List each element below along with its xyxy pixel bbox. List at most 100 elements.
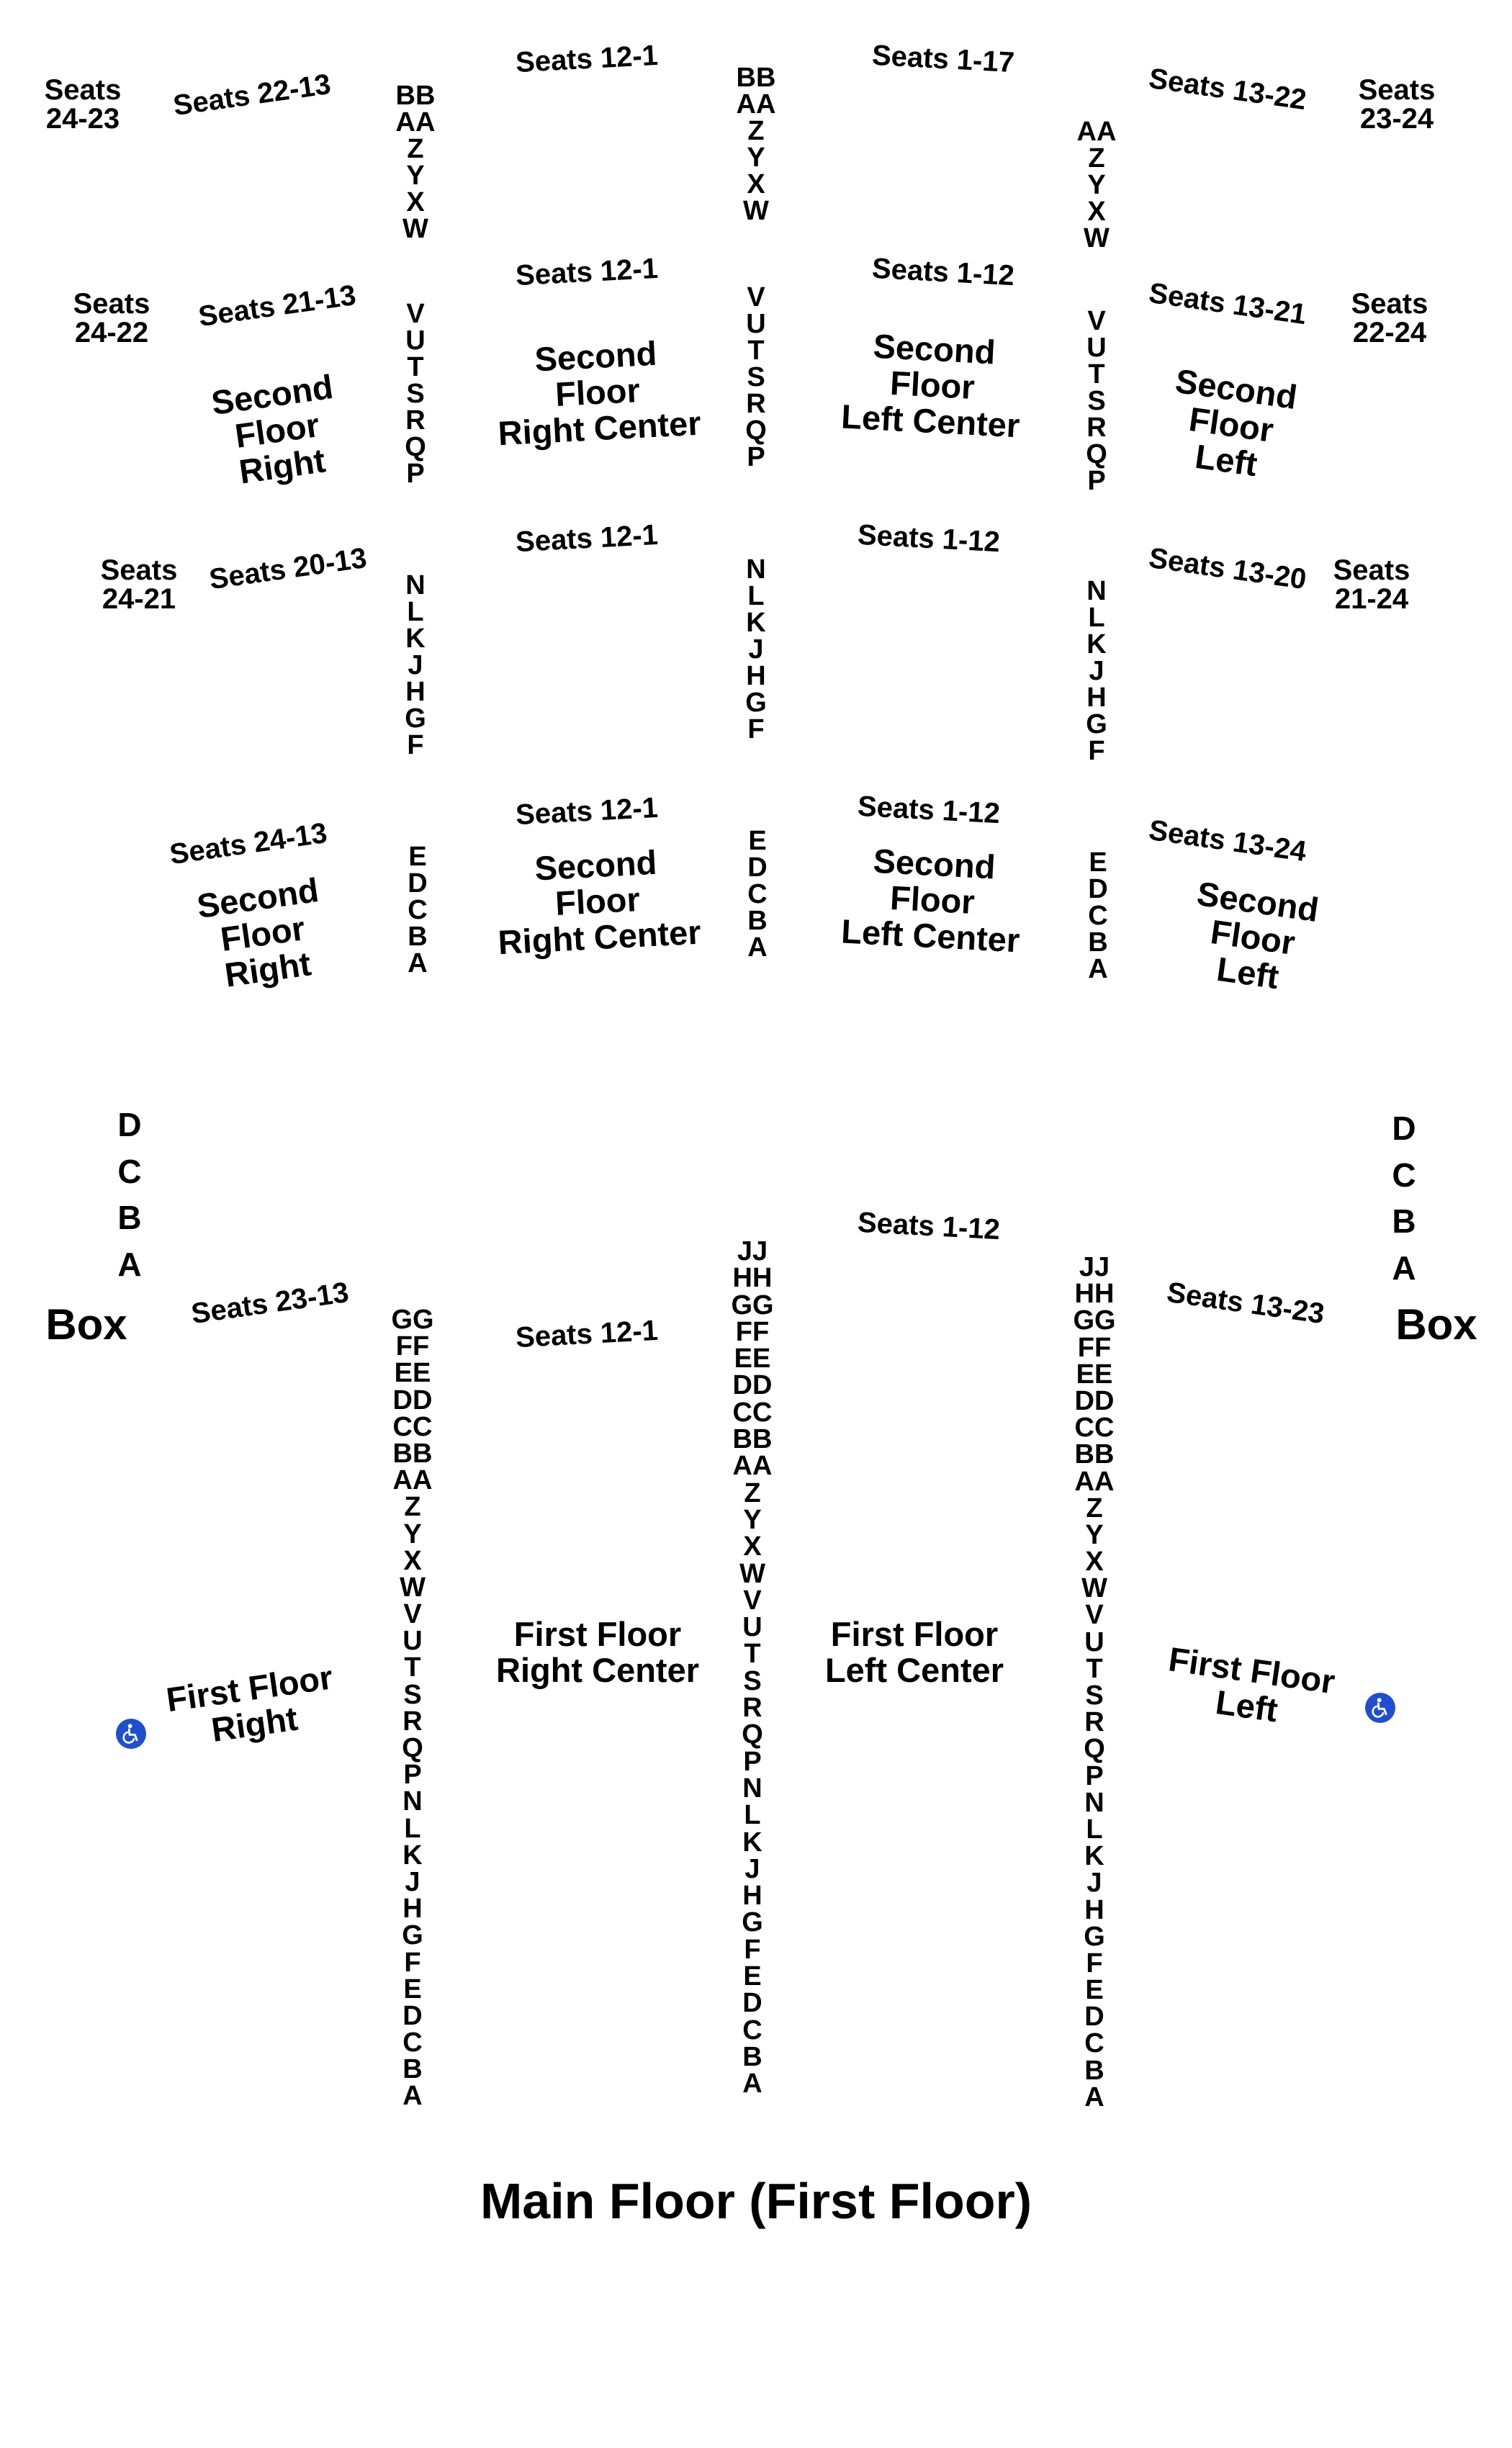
row-letter: F <box>1088 736 1105 766</box>
row-letter: HH <box>1074 1279 1115 1310</box>
row-letter: A <box>117 1245 142 1283</box>
row-letter: T <box>1088 359 1105 390</box>
row-letter: DD <box>392 1385 433 1416</box>
row-letter: G <box>1086 709 1107 739</box>
row-letter: T <box>747 336 765 366</box>
row-letter: L <box>1086 1814 1103 1845</box>
row-letter: G <box>1084 1921 1105 1952</box>
row-letter: P <box>747 442 765 472</box>
row-letter: V <box>1087 306 1106 336</box>
row-letter: K <box>1086 629 1107 660</box>
row-letter: S <box>403 1679 422 1710</box>
row-letter: AA <box>736 89 776 120</box>
row-letter: GG <box>731 1290 774 1320</box>
row-letter: Z <box>1086 1493 1103 1524</box>
row-letter: R <box>402 1706 423 1737</box>
row-letter: H <box>405 677 426 707</box>
row-letter: CC <box>392 1411 433 1442</box>
row-letter: CC <box>1074 1413 1115 1444</box>
box-label: Box <box>1395 1300 1477 1349</box>
row-letter: B <box>117 1199 142 1236</box>
seat-range-label: Seats 1-12 <box>857 790 1001 830</box>
row-letter: N <box>742 1773 762 1804</box>
row-letter: N <box>746 554 766 585</box>
row-letter: C <box>408 895 428 925</box>
row-letter: EE <box>394 1358 431 1389</box>
row-letter: E <box>748 826 767 856</box>
row-letter: H <box>402 1894 423 1925</box>
row-letter: V <box>743 1585 762 1616</box>
seat-range-label: Seats 13-20 <box>1146 541 1309 596</box>
row-letter: D <box>408 868 428 899</box>
row-letter: W <box>400 1572 426 1603</box>
row-letter: X <box>403 1545 422 1576</box>
row-letter: BB <box>1074 1439 1115 1470</box>
row-letter: E <box>1085 1975 1104 2006</box>
row-letter: F <box>407 730 424 760</box>
row-letter: R <box>742 1693 762 1724</box>
row-letter: D <box>1084 2002 1104 2033</box>
row-letter: T <box>1086 1653 1103 1684</box>
seat-range-label: Seats 1-12 <box>871 252 1015 292</box>
row-letter: Q <box>1084 1734 1105 1765</box>
row-letter: S <box>743 1665 762 1696</box>
row-letter: A <box>747 932 768 963</box>
row-letter: Q <box>405 432 426 462</box>
row-letter: U <box>746 309 766 339</box>
row-letter: AA <box>732 1451 773 1482</box>
row-letter: W <box>743 196 769 226</box>
row-letter: D <box>117 1106 142 1143</box>
row-letter: R <box>405 405 426 436</box>
row-letter: J <box>405 1866 420 1897</box>
row-letter: Y <box>747 143 765 173</box>
row-letter: P <box>743 1746 762 1777</box>
seat-range-label: Seats 13-22 <box>1146 62 1309 117</box>
row-letter: R <box>1084 1707 1104 1738</box>
row-letter: R <box>746 389 766 419</box>
seat-range-label: Seats 22-13 <box>171 68 333 122</box>
row-letter: J <box>1089 656 1104 686</box>
row-letter: B <box>1392 1202 1416 1240</box>
row-letter: L <box>744 1800 761 1831</box>
row-letter: N <box>405 570 426 600</box>
row-letter: V <box>403 1599 422 1630</box>
row-letter: J <box>408 650 423 680</box>
row-letter: FF <box>1077 1332 1112 1363</box>
row-letter: F <box>744 1934 761 1965</box>
row-letter: U <box>742 1612 762 1643</box>
row-letter: G <box>405 703 426 734</box>
row-letter: Q <box>1086 439 1107 469</box>
row-letter: EE <box>734 1344 771 1374</box>
row-letter: P <box>403 1760 422 1791</box>
row-letter: X <box>406 187 425 217</box>
row-letter: N <box>1086 576 1107 606</box>
row-letter: BB <box>736 63 776 93</box>
row-letter: F <box>747 714 765 744</box>
row-letter: V <box>406 299 425 329</box>
row-letter: H <box>746 661 766 691</box>
row-letter: B <box>402 2054 423 2085</box>
row-letter: A <box>408 948 428 978</box>
seat-range-label: Seats 13-21 <box>1146 276 1309 331</box>
row-letter: C <box>747 879 768 909</box>
row-letter: U <box>402 1626 423 1657</box>
